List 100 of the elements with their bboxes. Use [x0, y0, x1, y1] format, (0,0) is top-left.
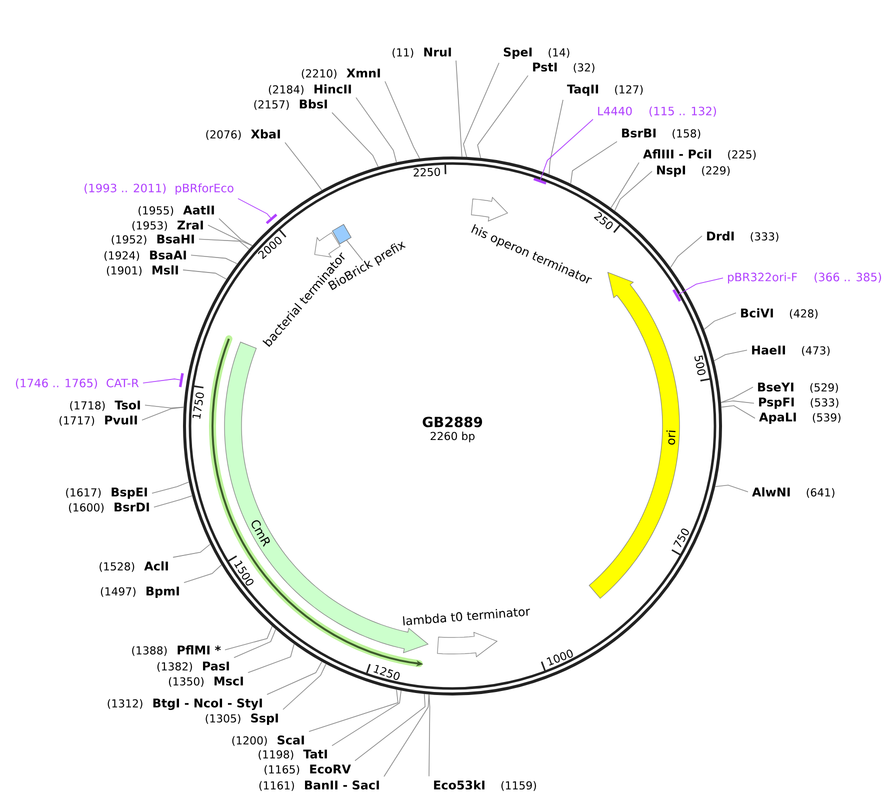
leader-line: [152, 482, 190, 494]
site-position: (1198): [258, 750, 294, 760]
plasmid-size: 2260 bp: [430, 432, 475, 442]
site-name: AflIII - PciI: [643, 149, 712, 159]
leader-line: [184, 564, 222, 584]
site-position: (1165): [264, 765, 300, 775]
leader-line: [144, 404, 184, 408]
site-position: (1718): [70, 401, 105, 411]
leader-line: [142, 406, 184, 421]
site-name: BpmI: [146, 586, 179, 598]
site-name: NruI: [424, 48, 451, 57]
leader-line: [463, 62, 500, 158]
site-name: DrdI: [707, 231, 734, 241]
site-name: BsrDI: [114, 502, 149, 512]
leader-line: [182, 270, 227, 280]
site-name: XbaI: [250, 129, 280, 139]
leader-line: [332, 112, 379, 168]
tick-label: 250: [594, 212, 613, 230]
site-position: (473): [802, 346, 830, 356]
primer-mark: [266, 214, 278, 224]
site-name: AatII: [183, 206, 214, 215]
site-name: PspFI: [759, 398, 794, 409]
leader-line: [142, 378, 180, 384]
primer-name: CAT-R: [106, 378, 139, 388]
site-position: (1600): [69, 503, 104, 513]
site-name: PasI: [203, 662, 229, 671]
leader-line: [190, 254, 238, 264]
site-name: PstI: [533, 62, 557, 72]
site-name: ScaI: [278, 736, 304, 745]
primer-range: (115 .. 132): [650, 106, 716, 117]
leader-line: [714, 350, 748, 362]
primer-name: pBR322ori-F: [728, 272, 797, 284]
site-position: (1901): [106, 266, 142, 276]
site-position: (1388): [132, 646, 167, 656]
site-position: (533): [810, 398, 838, 408]
site-position: (32): [574, 63, 594, 73]
leader-line: [714, 484, 748, 492]
site-position: (529): [810, 383, 838, 393]
site-position: (1497): [100, 587, 136, 597]
site-name: BtgI - NcoI - StyI: [153, 698, 262, 710]
leader-line: [384, 81, 420, 159]
site-name: HaeII: [752, 346, 785, 355]
site-name: HincII: [314, 84, 351, 94]
tick-label: 500: [694, 356, 706, 376]
site-name: BseYI: [758, 382, 794, 392]
leader-line: [356, 97, 397, 163]
site-name: BciVI: [741, 308, 773, 318]
site-name: Eco53kI: [434, 780, 484, 790]
leader-line: [154, 495, 193, 508]
primer-range: (1746 .. 1765): [16, 378, 97, 389]
site-name: XmnI: [346, 68, 380, 78]
site-position: (1955): [138, 206, 174, 216]
site-position: (1924): [104, 251, 140, 261]
leader-line: [198, 238, 250, 250]
site-position: (641): [806, 488, 834, 498]
leader-line: [346, 240, 364, 261]
leader-line: [284, 142, 322, 191]
site-name: PflMI *: [178, 645, 221, 654]
site-name: SspI: [251, 714, 278, 725]
site-position: (1161): [259, 781, 294, 791]
site-name: BsaAI: [150, 250, 186, 260]
leader-line: [670, 236, 702, 268]
primer-mark: [672, 289, 682, 302]
leader-line: [266, 661, 322, 695]
site-position: (225): [728, 150, 756, 160]
leader-line: [456, 60, 462, 158]
primer-name: L4440: [598, 106, 632, 116]
leader-line: [720, 386, 754, 403]
leader-line: [234, 628, 276, 658]
site-position: (11): [392, 48, 414, 58]
site-position: (1953): [132, 221, 167, 231]
site-position: (1312): [108, 699, 142, 709]
site-position: (539): [812, 413, 840, 423]
site-name: MscI: [214, 676, 243, 686]
site-name: SpeI: [504, 48, 532, 59]
primer-mark: [533, 178, 546, 185]
site-name: ApaLI: [759, 412, 796, 424]
leader-line: [248, 644, 294, 674]
leader-line: [354, 694, 426, 762]
site-position: (1382): [157, 662, 192, 672]
leader-line: [208, 224, 253, 246]
site-position: (2210): [302, 69, 336, 79]
leader-line: [308, 689, 398, 732]
site-position: (229): [702, 166, 730, 176]
site-name: AclI: [144, 561, 168, 571]
site-name: PvuII: [105, 416, 137, 425]
site-name: MslI: [152, 265, 178, 275]
leader-line: [332, 690, 402, 746]
leader-line: [548, 99, 564, 175]
site-name: BspEI: [112, 488, 147, 499]
leader-line: [384, 694, 430, 777]
site-position: (158): [672, 129, 700, 139]
leader-line: [570, 141, 618, 184]
site-name: BbsI: [300, 99, 327, 109]
leader-line: [704, 312, 736, 330]
tick-label: 2250: [414, 168, 440, 176]
site-name: TatI: [303, 750, 327, 759]
site-position: (1305): [206, 714, 240, 724]
leader-line: [610, 162, 640, 208]
site-name: ZraI: [177, 220, 203, 230]
